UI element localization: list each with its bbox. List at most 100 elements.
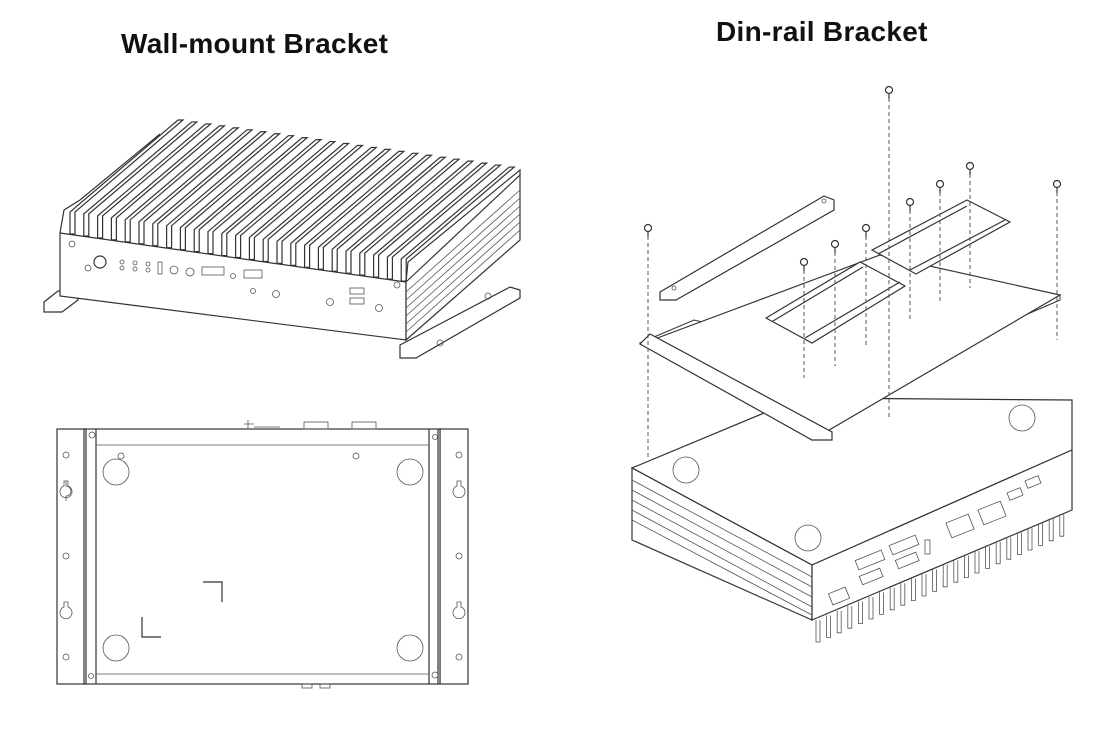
fin [836,610,842,634]
fin [826,615,831,638]
bracket-strip [659,195,835,301]
fin [386,164,503,280]
screw-icon [432,434,438,440]
screw-icon [393,281,401,289]
screw-icon [830,239,840,249]
right-flange [399,286,521,359]
hdmi-port-icon [243,269,263,279]
fin [1059,514,1065,537]
screw-icon [68,240,76,248]
chassis-bottom [83,428,441,685]
power-button-icon [93,255,107,269]
screw-icon [799,257,809,267]
rubber-foot [396,458,424,486]
audio-jack-icon [169,265,179,275]
fin [359,160,475,276]
fin [248,144,365,261]
fin [179,135,296,251]
fin [331,156,447,272]
fin [964,555,969,578]
audio-jack-icon [185,267,195,277]
fin [995,541,1001,565]
fin [83,121,199,237]
screw-icon [861,223,871,233]
com-port-icon [858,567,884,586]
fin [373,162,489,278]
usb-port-icon [1024,475,1042,489]
lan-port-icon [945,513,975,539]
heatsink-fins [815,514,1065,643]
fin [221,140,337,257]
rubber-foot [102,458,130,486]
screw-icon [643,223,653,233]
lan-port-icon [977,500,1007,526]
screw-icon [88,431,96,439]
screw-icon [1052,179,1062,189]
fin [276,148,392,264]
fin [193,137,309,253]
heatsink-fins [69,119,516,282]
left-bracket [56,428,86,685]
fin [69,119,185,235]
wall-mount-front-view [43,119,521,359]
screw-icon [117,452,125,460]
fin [911,578,916,601]
fin [953,560,959,583]
fin [290,150,406,266]
fin [1027,528,1033,551]
usb-port-icon [349,287,365,295]
fin [166,133,282,249]
screw-icon [935,179,945,189]
usb-port-icon [349,297,365,305]
fin [974,551,980,574]
fin [932,569,937,592]
rubber-foot [1008,404,1036,432]
rubber-foot [396,634,424,662]
displayport-icon [201,266,225,276]
fin [921,574,927,597]
din-rail-exploded-view [630,85,1073,643]
fin [207,139,323,255]
fin [304,152,420,268]
right-bracket [439,428,469,685]
fin [858,601,863,624]
fin [985,546,990,569]
power-connector-icon [827,586,851,606]
fin [815,620,821,643]
switch-icon [157,261,163,275]
screw-icon [905,197,915,207]
alignment-mark [203,581,223,602]
fin [345,158,461,274]
fin [96,123,213,239]
fin [152,131,268,247]
rubber-foot [794,524,822,552]
screw-icon [88,673,94,679]
fin [138,129,254,245]
wall-mount-bottom-view [56,420,469,689]
screw-icon [431,671,439,679]
fin [1048,518,1054,542]
com-port-icon [894,551,920,570]
rubber-foot [102,634,130,662]
screw-icon [352,452,360,460]
din-rail-bracket-title: Din-rail Bracket [716,16,928,47]
fin [110,125,227,241]
fin [942,564,948,588]
wall-mount-bracket-title: Wall-mount Bracket [121,28,389,59]
fin [1038,523,1043,546]
usb-c-icon [924,539,931,555]
fin [900,583,906,606]
fin [889,587,895,611]
alignment-mark [141,617,161,638]
fin [317,154,434,270]
keyhole-slots [59,480,466,619]
led-indicators [119,259,151,273]
fin [235,142,351,259]
rubber-foot [672,456,700,484]
com-port-icon [888,534,920,556]
fin [879,592,884,615]
fin [1006,537,1012,560]
screw-icon [884,85,894,95]
usb-port-icon [1006,487,1024,501]
